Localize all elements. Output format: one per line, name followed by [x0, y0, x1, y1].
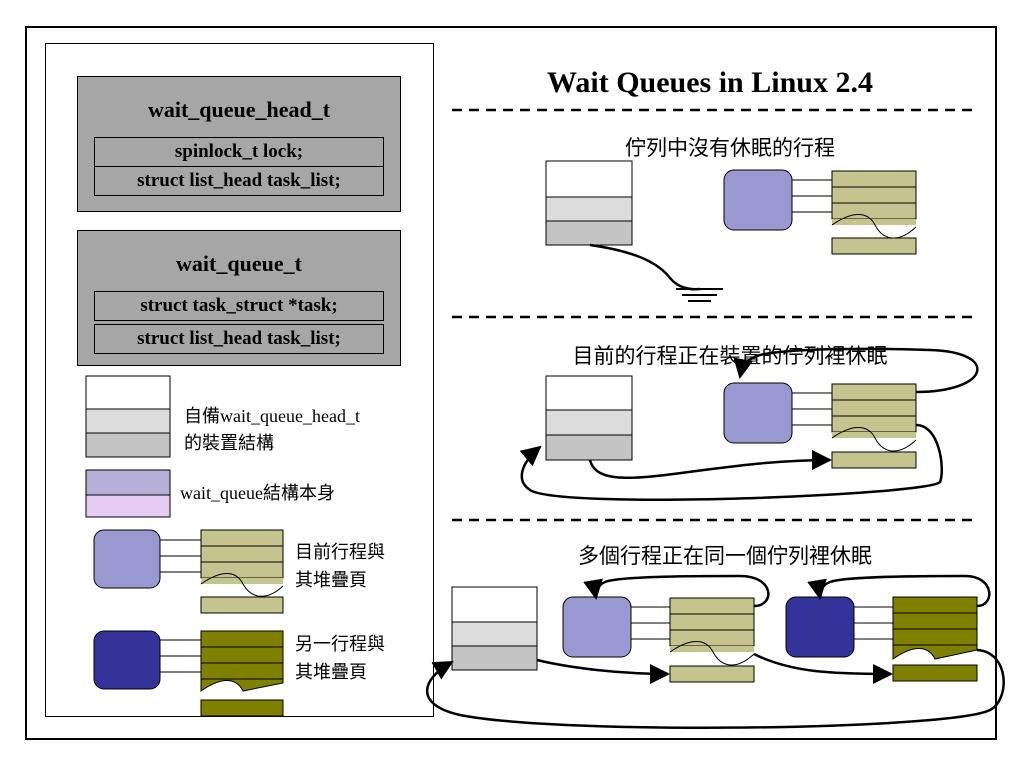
wait-queue-head-struct: wait_queue_head_t spinlock_t lock; struc… — [77, 76, 401, 212]
stack-page — [831, 383, 917, 469]
legend-device-icon — [85, 375, 171, 458]
diagram-title: Wait Queues in Linux 2.4 — [547, 66, 873, 99]
legend-other-process-label-2: 其堆疊頁 — [295, 662, 367, 682]
section-caption-many: 多個行程正在同一個佇列裡休眠 — [578, 544, 872, 568]
struct-field: struct list_head task_list; — [94, 324, 384, 354]
other-process-box — [785, 596, 893, 658]
struct-field: struct task_struct *task; — [94, 291, 384, 321]
list-link-arrow — [753, 652, 893, 684]
device-struct — [451, 586, 538, 671]
list-return-arrow — [426, 648, 1005, 729]
self-loop-arrow — [583, 574, 770, 608]
process-box — [723, 169, 832, 231]
legend-process-label-1: 目前行程與 — [295, 542, 385, 562]
legend-wait-queue-label: wait_queue結構本身 — [180, 483, 335, 503]
legend-other-process-icon — [93, 630, 201, 690]
legend-process-label-2: 其堆疊頁 — [295, 570, 367, 590]
struct-name: wait_queue_head_t — [147, 97, 331, 122]
list-link-arrow — [536, 658, 670, 684]
null-pointer-arrow — [589, 243, 701, 291]
self-loop-arrow — [733, 347, 979, 394]
wait-queue-struct: wait_queue_t struct task_struct *task; s… — [77, 230, 401, 366]
legend-process-icon — [93, 529, 201, 589]
section-caption-empty: 佇列中沒有休眠的行程 — [625, 136, 835, 160]
list-link-arrow — [588, 450, 832, 479]
struct-field: struct list_head task_list; — [94, 166, 384, 196]
legend-device-label-2: 的裝置結構 — [184, 433, 274, 453]
slide-frame — [25, 26, 997, 740]
stack-page — [831, 170, 917, 255]
legend-wait-queue-icon — [85, 469, 171, 518]
legend-stack-page-icon — [200, 529, 284, 614]
struct-name: wait_queue_t — [176, 251, 302, 276]
device-struct — [545, 375, 633, 461]
process-box — [562, 596, 670, 658]
ground-symbol — [676, 288, 723, 302]
legend-device-label-1: 自備wait_queue_head_t — [184, 406, 360, 426]
legend-other-process-label-1: 另一行程與 — [295, 634, 385, 654]
process-box — [723, 382, 832, 444]
stack-page — [669, 597, 755, 683]
device-struct — [545, 160, 633, 246]
other-stack-page — [892, 596, 978, 682]
legend-other-stack-page-icon — [200, 630, 284, 717]
self-loop-arrow — [807, 574, 991, 608]
list-return-arrow — [519, 423, 943, 501]
